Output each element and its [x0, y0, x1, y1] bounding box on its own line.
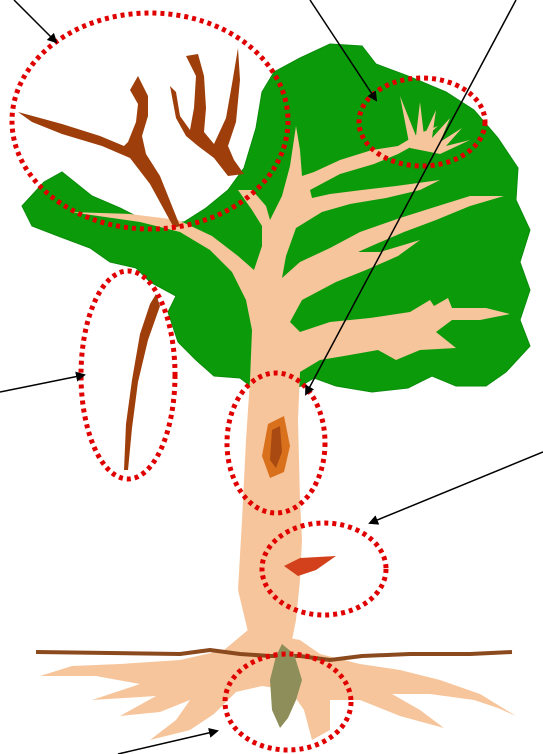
dead-branch-right: [170, 48, 244, 176]
hanging-branch: [124, 294, 160, 470]
highlight-dead-branches: [12, 13, 288, 229]
arrow-to-dead-branches: [14, 0, 56, 42]
arrow-to-bark-wound: [370, 452, 543, 523]
arrow-to-hanging-branch: [0, 375, 84, 392]
broken-branch-icon: [124, 294, 160, 470]
